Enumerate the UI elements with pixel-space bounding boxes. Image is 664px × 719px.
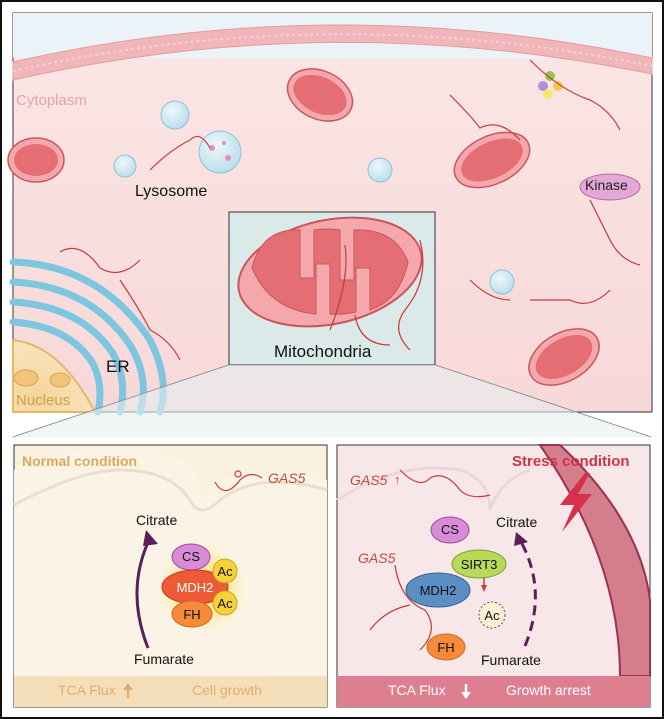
tca-down-arrow (461, 684, 471, 699)
cs-label-normal: CS (181, 549, 201, 564)
nucleus-label: Nucleus (16, 392, 71, 409)
fh-enzyme-stress (426, 633, 466, 661)
fumarate-label-normal: Fumarate (134, 651, 194, 667)
gas5-stress-strands (369, 469, 491, 651)
er-label: ER (106, 357, 130, 376)
mdh2-label-stress: MDH2 (419, 583, 457, 598)
zoom-projection (13, 365, 651, 437)
ac-mark-normal-1 (212, 558, 238, 584)
ac-label-normal-1: Ac (217, 564, 233, 579)
lysosome-small-4 (489, 269, 515, 295)
fumarate-label-stress: Fumarate (481, 652, 541, 668)
lysosome-label: Lysosome (135, 183, 208, 200)
cell-growth-label: Cell growth (192, 682, 263, 698)
mitochondrion-small-2 (453, 131, 531, 189)
growth-arrest-label: Growth arrest (506, 682, 591, 698)
endoplasmic-reticulum (9, 258, 167, 416)
stress-lightning-icon (560, 473, 592, 532)
ac-mark-stress (478, 601, 506, 629)
mdh2-enzyme-stress (405, 572, 471, 608)
lysosome-small-3 (367, 157, 393, 183)
gas5-up-arrow-icon: ↑ (394, 472, 401, 487)
gas5-label-normal: GAS5 (268, 470, 306, 486)
cell-membrane (12, 24, 653, 81)
mitochondrion-small-1 (286, 68, 354, 122)
mitochondrion-small-4 (528, 328, 600, 386)
cs-label-stress: CS (440, 522, 460, 537)
lysosome-main (198, 130, 242, 174)
mdh2-label-normal: MDH2 (176, 580, 214, 595)
sirt3-label: SIRT3 (460, 557, 498, 572)
gas5-rna-strands (59, 59, 641, 361)
tca-arrow-stress (518, 539, 537, 647)
gas5-label-stress: GAS5 (358, 550, 396, 566)
fh-enzyme-normal (171, 600, 213, 628)
citrate-label-stress: Citrate (496, 514, 538, 530)
kinase-label: Kinase (585, 177, 628, 193)
sirt3-enzyme (451, 549, 507, 579)
citrate-label-normal: Citrate (136, 512, 178, 528)
lysosome-small-2 (113, 154, 137, 178)
ac-mark-normal-2 (212, 590, 238, 616)
normal-condition-title: Normal condition (22, 453, 138, 469)
kinase-protein (579, 173, 641, 201)
gas5-up-label: GAS5 (350, 472, 388, 488)
tca-flux-label-normal: TCA Flux (58, 682, 116, 698)
gas5-mito-strands (329, 239, 424, 351)
tca-up-arrow (123, 683, 133, 698)
ac-label-normal-2: Ac (217, 596, 233, 611)
cs-enzyme-stress (430, 516, 470, 544)
tca-arrow-normal (135, 537, 152, 649)
cytoplasm-label: Cytoplasm (16, 92, 87, 109)
lysosome-small-1 (160, 100, 190, 130)
protein-complex-icon (538, 71, 563, 99)
fh-label-normal: FH (183, 607, 201, 622)
fh-label-stress: FH (437, 640, 455, 655)
mitochondria-label: Mitochondria (274, 342, 372, 361)
tca-flux-label-stress: TCA Flux (388, 682, 446, 698)
mitochondrion-large (237, 216, 423, 328)
mitochondrion-small-3 (7, 137, 65, 183)
ac-label-stress: Ac (484, 608, 500, 623)
stress-condition-title: Stress condition (512, 453, 630, 470)
